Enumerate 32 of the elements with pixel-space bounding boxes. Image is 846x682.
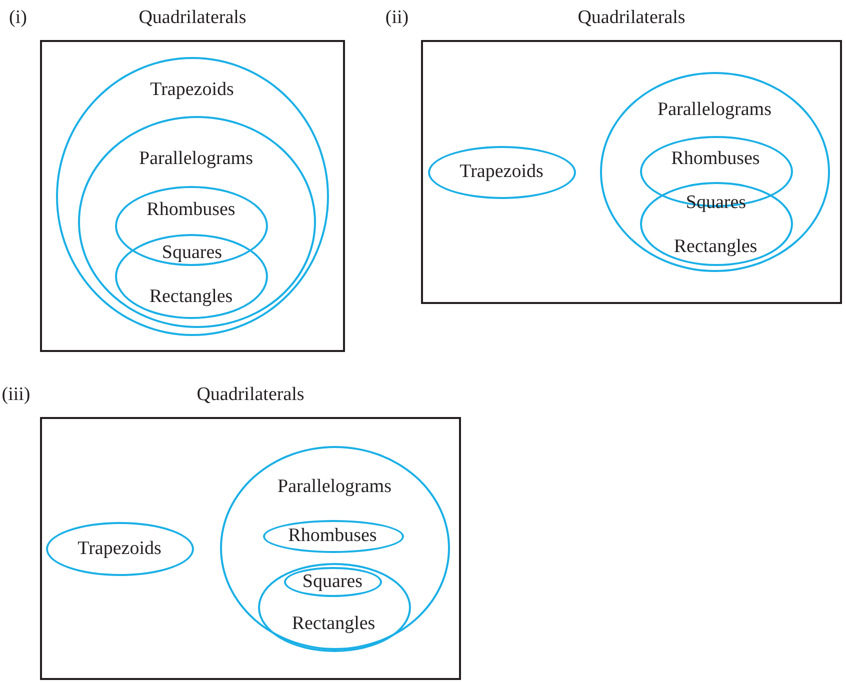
set-ellipse	[115, 186, 268, 266]
set-label: Rhombuses	[146, 198, 236, 220]
set-ellipse	[56, 57, 329, 336]
set-label: Rectangles	[292, 613, 376, 635]
set-ellipse	[284, 567, 382, 597]
set-label: Trapezoids	[150, 78, 234, 100]
set-label: Trapezoids	[78, 538, 162, 560]
set-label: Rhombuses	[288, 525, 377, 547]
set-label: Rhombuses	[671, 148, 760, 170]
set-ellipse	[78, 116, 316, 328]
set-ellipse	[258, 562, 410, 652]
set-label: Squares	[302, 570, 363, 592]
set-label: Rectangles	[149, 286, 233, 308]
set-ellipse	[640, 182, 792, 266]
set-ellipse	[262, 520, 404, 552]
set-label: Rectangles	[674, 236, 758, 258]
set-label: Parallelograms	[658, 98, 772, 120]
set-label: Trapezoids	[460, 160, 544, 182]
set-ellipse	[46, 522, 194, 576]
set-ellipse	[600, 72, 830, 272]
heading: Quadrilaterals	[578, 7, 686, 29]
set-label: Parallelograms	[139, 148, 253, 170]
set-ellipse	[428, 146, 576, 199]
panel-number: (iii)	[2, 384, 30, 406]
set-ellipse	[220, 446, 450, 650]
panel-number: (i)	[9, 7, 27, 29]
set-label: Parallelograms	[278, 476, 392, 498]
set-ellipse	[115, 234, 268, 319]
region-label: Squares	[162, 242, 222, 264]
heading: Quadrilaterals	[196, 384, 304, 406]
heading: Quadrilaterals	[138, 7, 246, 29]
panel-number: (ii)	[385, 7, 409, 29]
